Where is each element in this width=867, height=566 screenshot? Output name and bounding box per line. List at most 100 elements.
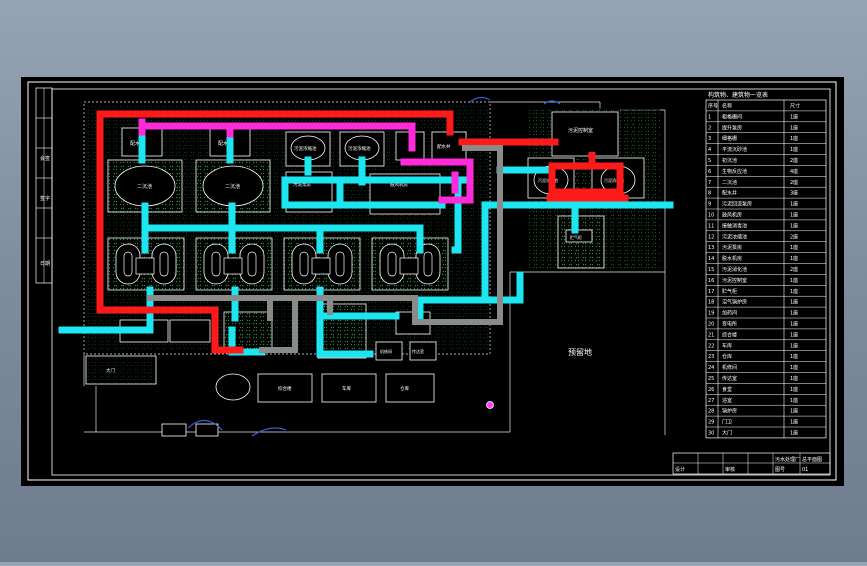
table-cell: 1座 <box>790 408 798 415</box>
ditch-island <box>211 251 221 277</box>
table-cell: 二沉池 <box>722 179 737 186</box>
table-cell: 配水井 <box>722 190 737 197</box>
table-cell: 1座 <box>790 212 798 219</box>
table-cell: 1座 <box>790 321 798 328</box>
pipe-cyan <box>58 124 674 358</box>
title-block-cell: 污水处理厂 <box>775 456 800 463</box>
pipe-red <box>96 110 629 354</box>
table-cell: 21 <box>708 332 714 338</box>
structure-label: 污泥控制室 <box>568 127 593 134</box>
structure-label: 传达室 <box>412 348 424 354</box>
table-cell: 生物反应池 <box>722 168 747 175</box>
structure-label: 二沉池 <box>225 183 240 190</box>
table-cell: 19 <box>708 311 714 317</box>
table-cell: 24 <box>708 365 714 371</box>
table-cell: 1座 <box>790 244 798 251</box>
table-cell: 1座 <box>790 277 798 284</box>
table-border <box>705 99 827 439</box>
table-cell: 沼气锅炉房 <box>722 299 747 306</box>
table-cell: 1座 <box>790 386 798 393</box>
structure-label: 污泥消化池 <box>538 177 558 183</box>
table-cell: 1座 <box>790 201 798 208</box>
table-cell: 加药间 <box>722 310 737 317</box>
table-cell: 11 <box>708 223 714 229</box>
table-cell: 10 <box>708 213 714 219</box>
table-cell: 30 <box>708 431 714 437</box>
table-cell: 1座 <box>790 255 798 262</box>
table-cell: 污泥回流泵房 <box>722 201 752 208</box>
reserved-land-label: 预留地 <box>568 347 592 357</box>
table-cell: 浴室 <box>722 397 732 404</box>
structure-label: 机修间 <box>380 348 392 354</box>
table-cell: 28 <box>708 409 714 415</box>
margin-label: 会签 <box>40 155 50 162</box>
survey-marker <box>486 401 494 409</box>
structure-box <box>431 131 467 161</box>
table-cell: 27 <box>708 398 714 404</box>
table-header-cell: 名称 <box>722 103 732 110</box>
structure-label: 二沉池 <box>137 183 152 190</box>
table-header-cell: 序号 <box>708 103 718 110</box>
title-block-cell: 图号 <box>775 467 785 473</box>
table-cell: 26 <box>708 387 714 393</box>
entrance-arcs <box>187 96 561 437</box>
table-cell: 2 <box>708 125 711 131</box>
table-cell: 15 <box>708 267 714 273</box>
table-cell: 1座 <box>790 124 798 131</box>
pipe-gray <box>147 145 503 353</box>
table-cell: 1 <box>708 114 711 120</box>
ditch-island <box>387 251 397 277</box>
table-cell: 细格栅 <box>722 135 737 142</box>
ditch-island <box>123 251 133 277</box>
table-cell: 传达室 <box>722 375 737 382</box>
table-cell: 机修间 <box>722 364 737 371</box>
table-cell: 贮气柜 <box>722 288 737 295</box>
table-cell: 综合楼 <box>722 331 737 338</box>
structure-label: 污泥消化池 <box>604 177 624 183</box>
structure-label: 鼓风机房 <box>390 181 408 188</box>
table-cell: 大门 <box>722 430 732 437</box>
structure-label: 污泥浓缩池 <box>294 145 317 152</box>
structure-label: 污泥浓缩池 <box>348 145 371 152</box>
structure-label: 大门 <box>106 367 115 374</box>
table-cell: 1座 <box>790 375 798 382</box>
title-block-cell: 总平面图 <box>802 456 822 463</box>
table-title: 构筑物、建筑物一览表 <box>708 91 768 99</box>
table-cell: 1座 <box>790 419 798 426</box>
table-cell: 4 <box>708 147 711 153</box>
table-cell: 脱水机房 <box>722 255 742 262</box>
pump-unit <box>135 257 155 275</box>
title-block-cell: 01 <box>802 467 808 473</box>
pump-unit <box>399 257 419 275</box>
table-cell: 提升泵房 <box>722 124 742 131</box>
table-cell: 污泥泵房 <box>722 244 742 251</box>
bio-reactors <box>107 237 449 291</box>
ditch-island <box>159 251 169 277</box>
structure-label: 污泥泵房 <box>293 181 311 188</box>
structure-label: 配水井 <box>130 140 145 147</box>
table-cell: 3 <box>708 136 711 142</box>
table-cell: 1座 <box>790 397 798 404</box>
table-cell: 仓库 <box>722 353 732 360</box>
table-cell: 4座 <box>790 168 798 175</box>
table-cell: 9 <box>708 202 711 208</box>
structure-label: 仓库 <box>400 385 409 392</box>
table-cell: 2座 <box>790 179 798 186</box>
structure-label: 贮气柜 <box>570 234 582 240</box>
table-cell: 锅炉房 <box>722 408 737 415</box>
table-cell: 平流沉砂池 <box>722 146 747 153</box>
table-cell: 鼓风机房 <box>722 212 742 219</box>
margin-label: 日期 <box>40 261 50 267</box>
table-cell: 12 <box>708 234 714 240</box>
table-cell: 污泥浓缩池 <box>722 233 747 240</box>
table-cell: 变电所 <box>722 321 737 328</box>
table-cell: 接触消毒池 <box>722 222 747 229</box>
pipe-magenta <box>138 118 474 204</box>
structure-label: 综合楼 <box>278 385 292 392</box>
table-cell: 5 <box>708 158 711 164</box>
table-cell: 污泥消化池 <box>722 266 747 273</box>
title-block-cell: 设计 <box>675 466 685 473</box>
